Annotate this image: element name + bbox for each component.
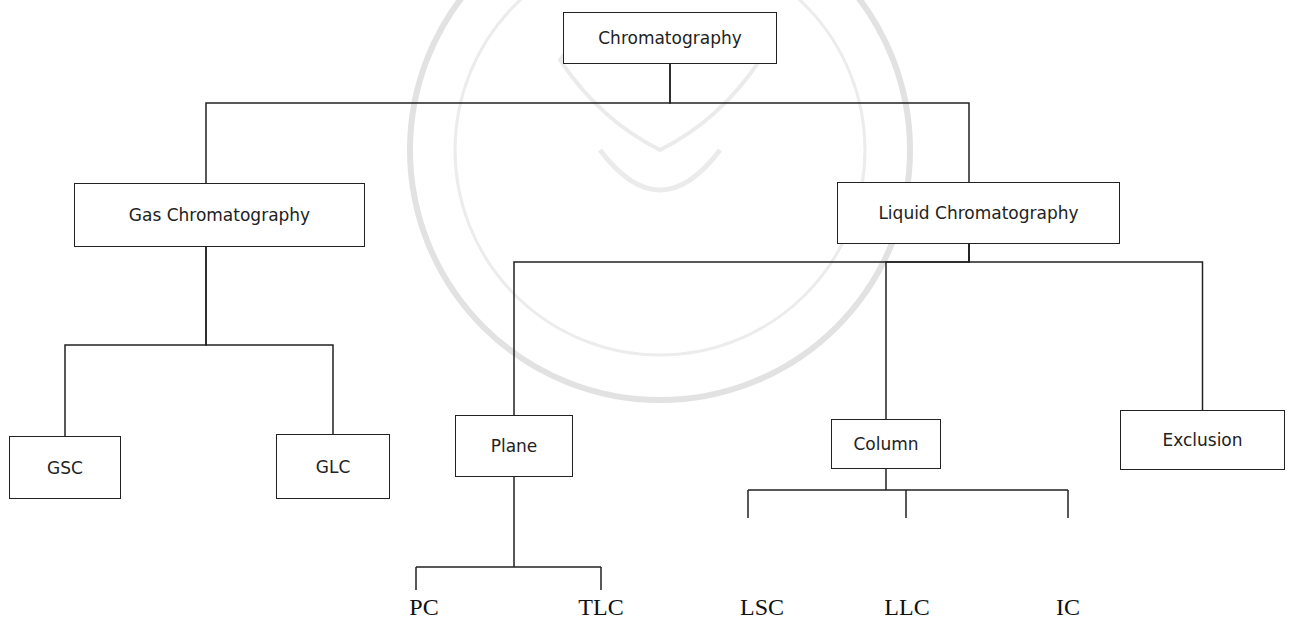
box-label: Exclusion xyxy=(1162,430,1242,450)
box-label: Plane xyxy=(491,436,538,456)
box-label: Gas Chromatography xyxy=(129,205,310,225)
box-label: Column xyxy=(853,434,918,454)
tree-connector xyxy=(206,64,670,183)
tree-connector xyxy=(670,64,969,182)
category-box: Exclusion xyxy=(1120,410,1285,470)
category-box: Plane xyxy=(455,415,573,477)
tree-connector xyxy=(514,244,969,415)
tree-connector xyxy=(969,244,1203,410)
plane-bracket xyxy=(416,477,601,590)
box-label: Liquid Chromatography xyxy=(878,203,1078,223)
tree-connector xyxy=(206,247,333,434)
category-box: GLC xyxy=(276,434,390,499)
method-label: LLC xyxy=(882,594,931,621)
box-label: GLC xyxy=(316,457,351,477)
category-box: Liquid Chromatography xyxy=(837,182,1120,244)
method-label: IC xyxy=(1054,594,1082,621)
category-box: GSC xyxy=(9,436,121,499)
category-box: Chromatography xyxy=(563,12,777,64)
method-label: LSC xyxy=(738,594,786,621)
column-bracket xyxy=(748,469,1068,518)
method-label: PC xyxy=(407,594,440,621)
tree-connector xyxy=(65,247,206,436)
box-label: Chromatography xyxy=(598,28,742,48)
tree-connector xyxy=(886,244,969,419)
box-label: GSC xyxy=(47,458,83,478)
method-label: TLC xyxy=(576,594,625,621)
category-box: Column xyxy=(831,419,941,469)
category-box: Gas Chromatography xyxy=(74,183,365,247)
